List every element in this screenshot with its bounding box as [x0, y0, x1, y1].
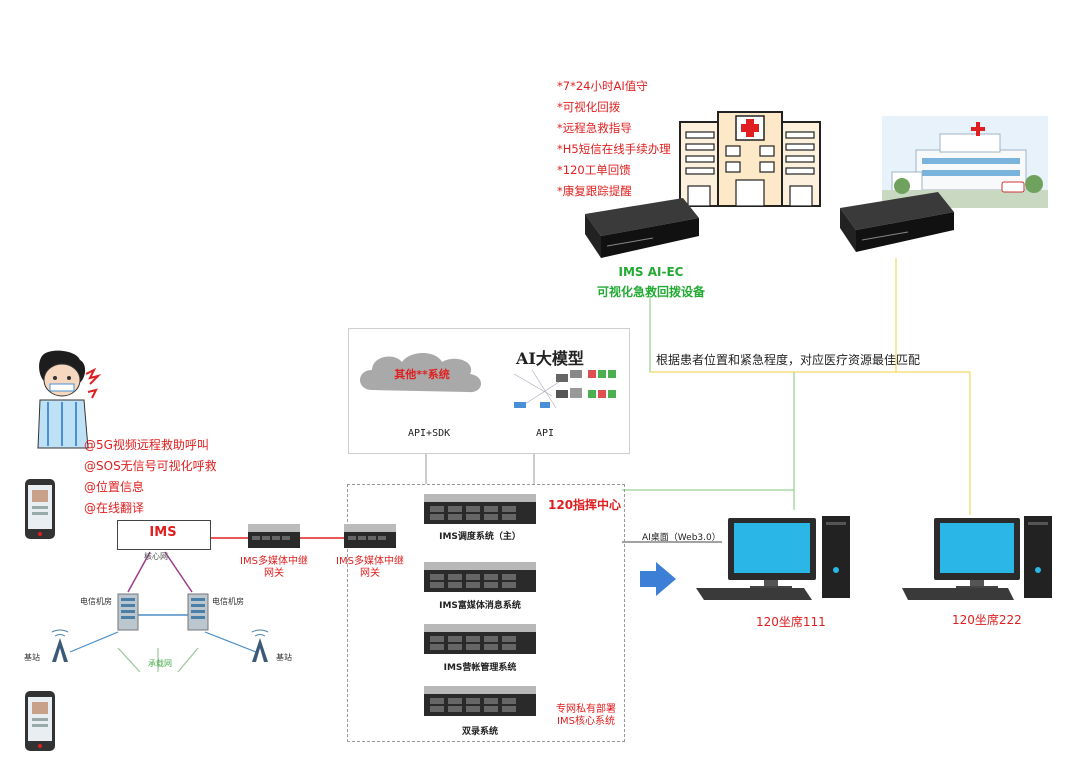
- hospital-icon: [679, 111, 821, 207]
- caller-feature-item: @在线翻译: [84, 501, 145, 515]
- server-label: 双录系统: [461, 727, 498, 737]
- gateway-label: IMS多媒体中继 网关: [226, 556, 322, 580]
- ims-box: [117, 520, 211, 550]
- base-station-icon: [251, 629, 269, 662]
- gateway-label-line: 网关: [360, 568, 380, 579]
- feature-item: *120工单回馈: [557, 163, 631, 177]
- server-unit: [424, 686, 536, 716]
- sick-person-icon: [37, 350, 102, 449]
- core-net-label: 核心网: [144, 552, 168, 561]
- core-net-left: [127, 551, 151, 593]
- caller-feature-item: @5G视频远程救助呼叫: [84, 438, 209, 452]
- caller-feature-item: @SOS无信号可视化呼救: [84, 459, 217, 473]
- base-station-label: 基站: [276, 653, 292, 662]
- ims-label: IMS: [149, 525, 177, 540]
- yellow-link-line: [895, 258, 971, 515]
- server-unit: [424, 562, 536, 592]
- caller-feature-item: @位置信息: [84, 480, 145, 494]
- hospital-feature-list: *7*24小时AI值守 *可视化回拨 *远程急救指导 *H5短信在线手续办理 *…: [557, 76, 671, 202]
- api-sdk-label: API+SDK: [408, 428, 451, 439]
- telecom-room-label: 电信机房: [80, 597, 112, 606]
- ai-ec-device-secondary: [840, 192, 954, 252]
- device-label: IMS AI-EC 可视化急救回拨设备: [576, 262, 726, 302]
- private-deploy-note: 专网私有部署 IMS核心系统: [548, 704, 624, 728]
- feature-item: *可视化回拨: [557, 100, 621, 114]
- feature-item: *7*24小时AI值守: [557, 79, 648, 93]
- ai-desktop-label: AI桌面（Web3.0）: [642, 533, 721, 543]
- device-description: 可视化急救回拨设备: [596, 285, 705, 299]
- base-station-icon: [51, 629, 69, 662]
- matching-note: 根据患者位置和紧急程度，对应医疗资源最佳匹配: [656, 353, 921, 367]
- command-center-box: [347, 484, 625, 742]
- server-label: IMS富媒体消息系统: [439, 601, 521, 611]
- computer-icon: [902, 516, 1052, 600]
- seat-label: 120坐席222: [952, 613, 1022, 627]
- seat-label: 120坐席111: [756, 615, 826, 629]
- cloud-icon: [360, 353, 482, 393]
- telecom-room-icon: [187, 593, 209, 631]
- gateway-device-icon: [248, 524, 300, 548]
- gateway-label-line: IMS多媒体中继: [336, 556, 404, 567]
- ai-model-graphic: [513, 369, 616, 409]
- private-deploy-line: 专网私有部署: [556, 704, 616, 715]
- feature-item: *H5短信在线手续办理: [557, 142, 671, 156]
- telecom-room-label: 电信机房: [212, 597, 244, 606]
- computer-icon: [696, 516, 850, 600]
- private-deploy-line: IMS核心系统: [557, 716, 615, 727]
- bearer-arrow-right: [177, 647, 199, 673]
- cloud-label: 其他**系统: [394, 368, 450, 381]
- core-net-right: [164, 551, 193, 593]
- feature-item: *远程急救指导: [557, 121, 632, 135]
- smartphone-icon: [25, 691, 55, 751]
- caller-feature-list: @5G视频远程救助呼叫 @SOS无信号可视化呼救 @位置信息 @在线翻译: [84, 435, 217, 519]
- green-link-line: [649, 296, 795, 510]
- api-label: API: [536, 428, 555, 439]
- external-systems-box: [348, 328, 630, 454]
- server-unit: [424, 494, 536, 524]
- room-station-right: [204, 631, 257, 653]
- gateway-label-line: 网关: [264, 568, 284, 579]
- room-station-left: [69, 631, 119, 653]
- server-label: IMS调度系统（主）: [439, 532, 521, 542]
- smartphone-icon: [25, 479, 55, 539]
- base-station-label: 基站: [24, 653, 40, 662]
- ai-ec-device: [585, 198, 699, 258]
- hospital-building-icon: [882, 116, 1048, 208]
- bearer-arrow-left: [117, 647, 141, 673]
- bearer-net-label: 承载网: [148, 659, 172, 668]
- telecom-room-icon: [117, 593, 139, 631]
- server-unit: [424, 624, 536, 654]
- command-center-title: 120指挥中心: [548, 498, 622, 512]
- server-label: IMS营帐管理系统: [443, 663, 517, 673]
- gateway-device-icon: [344, 524, 396, 548]
- ai-model-title: AI大模型: [516, 349, 584, 368]
- gateway-label: IMS多媒体中继 网关: [322, 556, 418, 580]
- arrow-right-icon: [640, 562, 676, 596]
- device-name: IMS AI-EC: [618, 265, 684, 279]
- feature-item: *康复跟踪提醒: [557, 184, 632, 198]
- gateway-label-line: IMS多媒体中继: [240, 556, 308, 567]
